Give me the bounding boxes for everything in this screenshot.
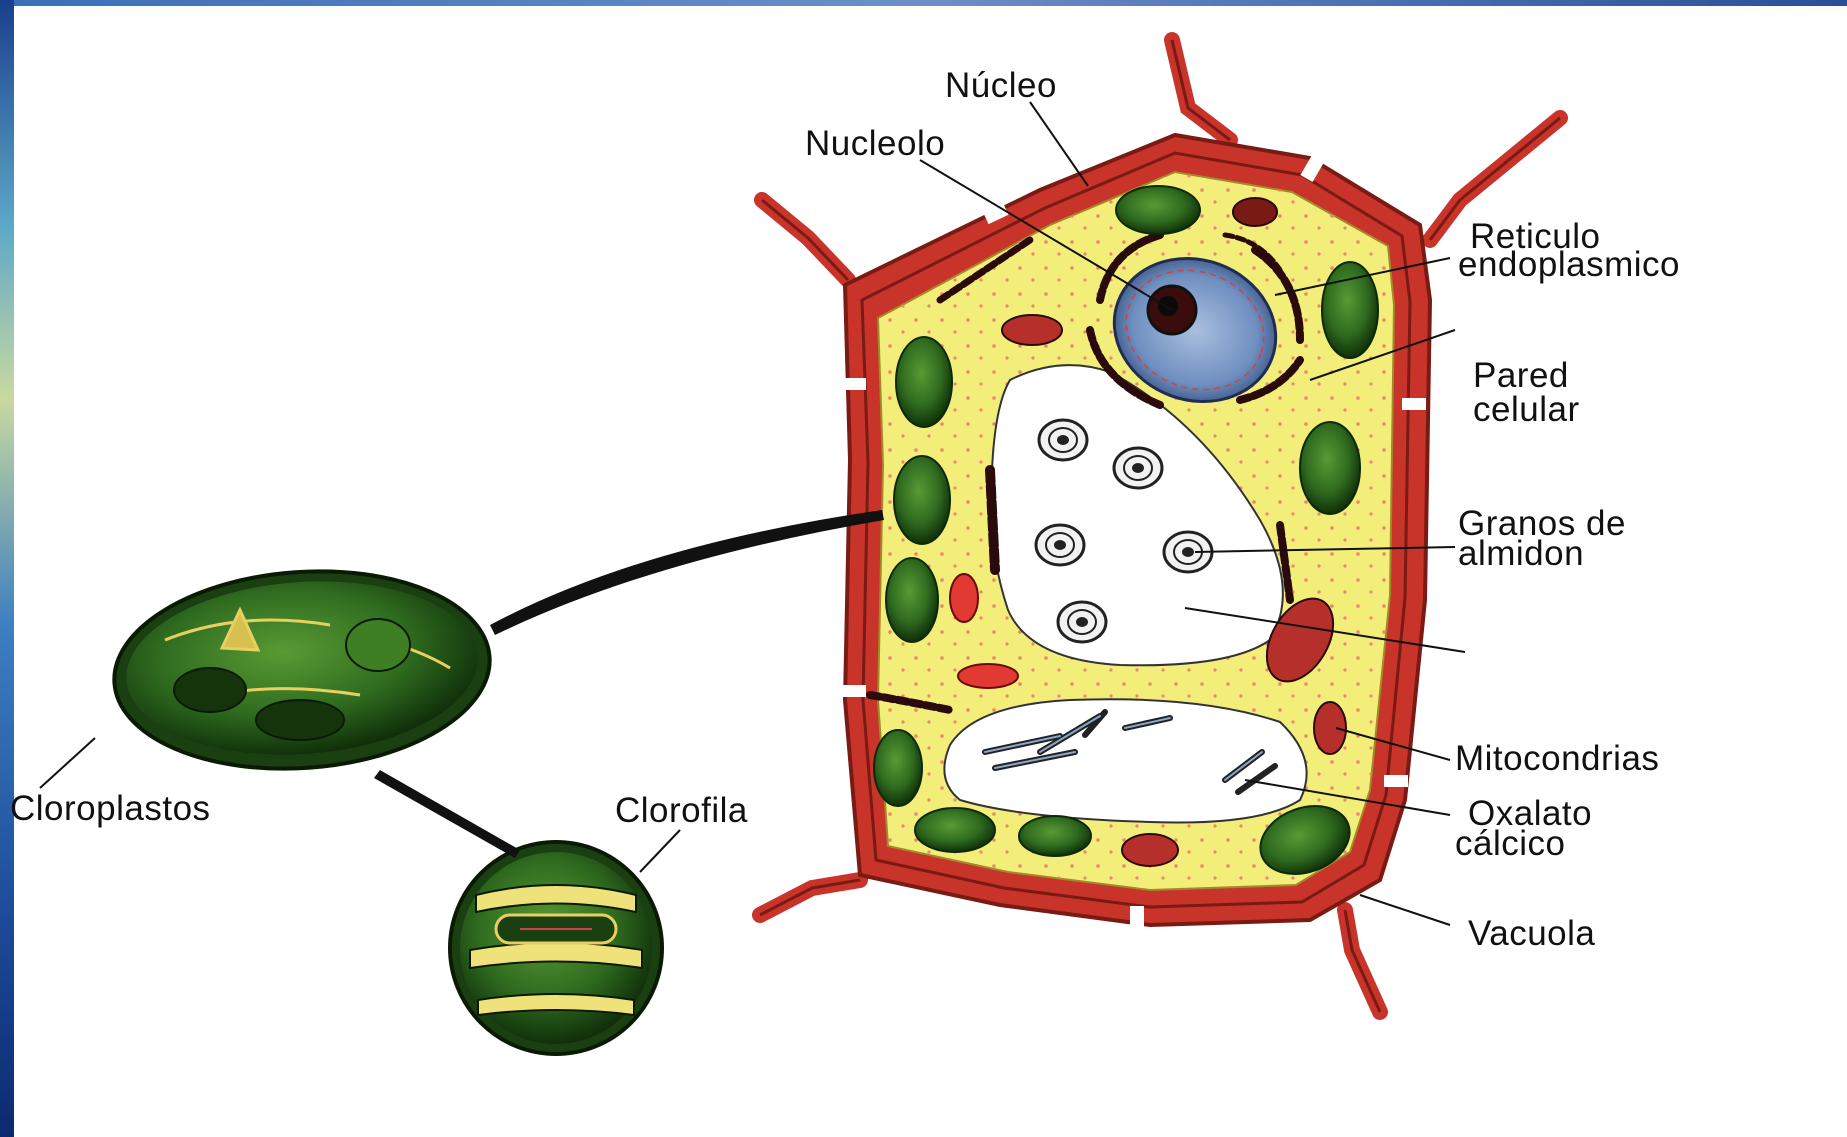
label-clorofila: Clorofila xyxy=(615,791,748,830)
chloroplast-enlarged xyxy=(108,559,497,781)
label-mitocondrias: Mitocondrias xyxy=(1455,739,1659,778)
label-nucleolo: Nucleolo xyxy=(805,124,945,163)
label-pared-line2: celular xyxy=(1473,390,1580,429)
label-cloroplastos: Cloroplastos xyxy=(10,789,211,828)
label-nucleo: Núcleo xyxy=(945,66,1057,105)
leader-vacuola xyxy=(1360,895,1450,925)
granum-enlarged xyxy=(450,842,662,1054)
leader-cloroplastos xyxy=(40,738,95,788)
leader-clorofila xyxy=(640,830,680,872)
label-oxalato-line2: cálcico xyxy=(1455,824,1565,863)
label-vacuola: Vacuola xyxy=(1468,914,1595,953)
labels: Núcleo Nucleolo Reticulo endoplasmico Pa… xyxy=(10,66,1680,953)
label-reticulo-line2: endoplasmico xyxy=(1458,245,1680,284)
label-granos-line2: almidon xyxy=(1458,534,1584,573)
leader-nucleo xyxy=(1030,102,1088,186)
